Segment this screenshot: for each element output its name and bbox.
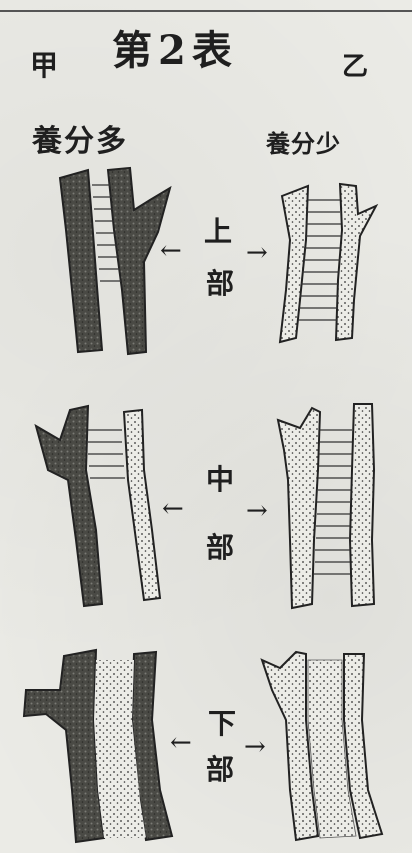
section-upper-char2: 部 bbox=[206, 262, 234, 302]
trunk-middle-right bbox=[278, 404, 374, 608]
section-middle-char1: 中 bbox=[206, 458, 234, 498]
section-middle-char2: 部 bbox=[206, 526, 234, 566]
arrow-left-lower: ← bbox=[170, 728, 192, 758]
arrow-right-lower: → bbox=[244, 732, 266, 762]
arrow-right-middle: → bbox=[246, 496, 268, 526]
trunk-upper-left bbox=[60, 168, 170, 354]
arrow-left-middle: ← bbox=[162, 494, 184, 524]
trunk-middle-left bbox=[36, 406, 160, 606]
arrow-left-upper: ← bbox=[160, 236, 182, 266]
section-lower-char2: 部 bbox=[206, 748, 234, 788]
trunk-lower-right bbox=[262, 652, 382, 840]
arrow-right-upper: → bbox=[246, 238, 268, 268]
trunk-upper-right bbox=[280, 184, 376, 342]
trunk-lower-left bbox=[24, 650, 172, 842]
section-upper-char1: 上 bbox=[204, 210, 232, 250]
section-lower-char1: 下 bbox=[208, 702, 236, 742]
